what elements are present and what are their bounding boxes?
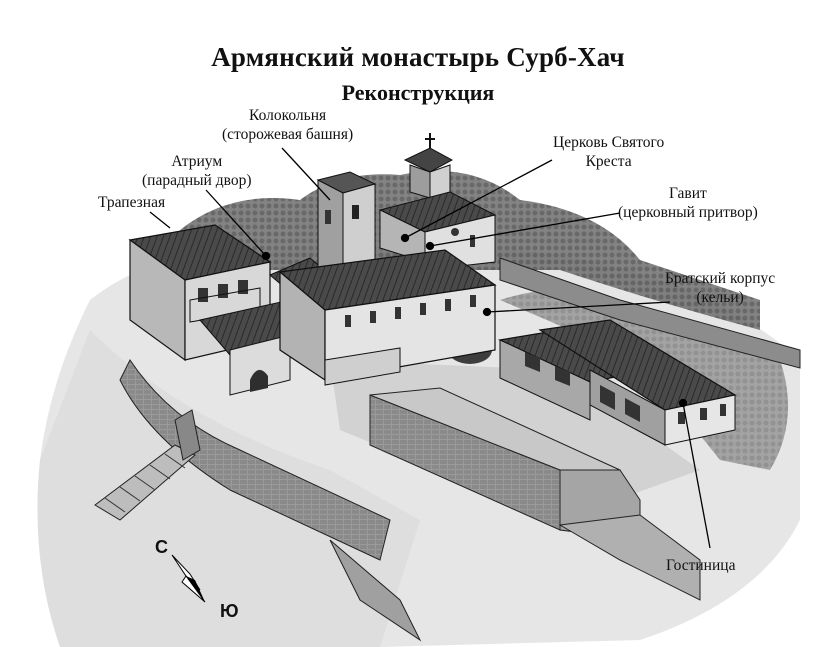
diagram-subtitle: Реконструкция bbox=[341, 80, 495, 105]
gavit-building bbox=[278, 249, 497, 386]
label-atrium-line1: Атриум bbox=[171, 153, 223, 170]
label-gavit-line1: Гавит bbox=[668, 185, 707, 202]
label-gavit-line2: (церковный притвор) bbox=[618, 204, 758, 221]
compass-north-label: С bbox=[155, 537, 168, 557]
label-cells: Братский корпус (кельи) bbox=[665, 269, 775, 307]
guesthouse-building bbox=[538, 319, 737, 446]
label-refectory: Трапезная bbox=[98, 194, 166, 211]
label-church-line2: Креста bbox=[585, 153, 632, 170]
label-bell-tower-line1: Колокольня bbox=[249, 107, 327, 124]
outer-wall bbox=[119, 257, 801, 642]
label-guesthouse: Гостиница bbox=[666, 557, 736, 574]
compass-south-label: Ю bbox=[220, 601, 239, 621]
label-gavit: Гавит (церковный притвор) bbox=[618, 184, 758, 222]
label-church: Церковь Святого Креста bbox=[553, 133, 664, 171]
label-bell-tower: Колокольня (сторожевая башня) bbox=[222, 106, 353, 144]
diagram-title: Армянский монастырь Сурб-Хач bbox=[211, 42, 625, 72]
leader-lines bbox=[149, 147, 711, 549]
label-bell-tower-line2: (сторожевая башня) bbox=[222, 126, 354, 143]
label-cells-line1: Братский корпус bbox=[665, 270, 776, 287]
label-cells-line2: (кельи) bbox=[696, 289, 744, 306]
bell-tower bbox=[316, 171, 377, 281]
refectory-building bbox=[128, 224, 321, 362]
label-atrium-line2: (парадный двор) bbox=[142, 172, 252, 189]
staircase bbox=[94, 409, 201, 521]
label-church-line1: Церковь Святого bbox=[553, 134, 665, 151]
compass-needle bbox=[171, 554, 206, 603]
label-atrium: Атриум (парадный двор) bbox=[142, 152, 252, 190]
